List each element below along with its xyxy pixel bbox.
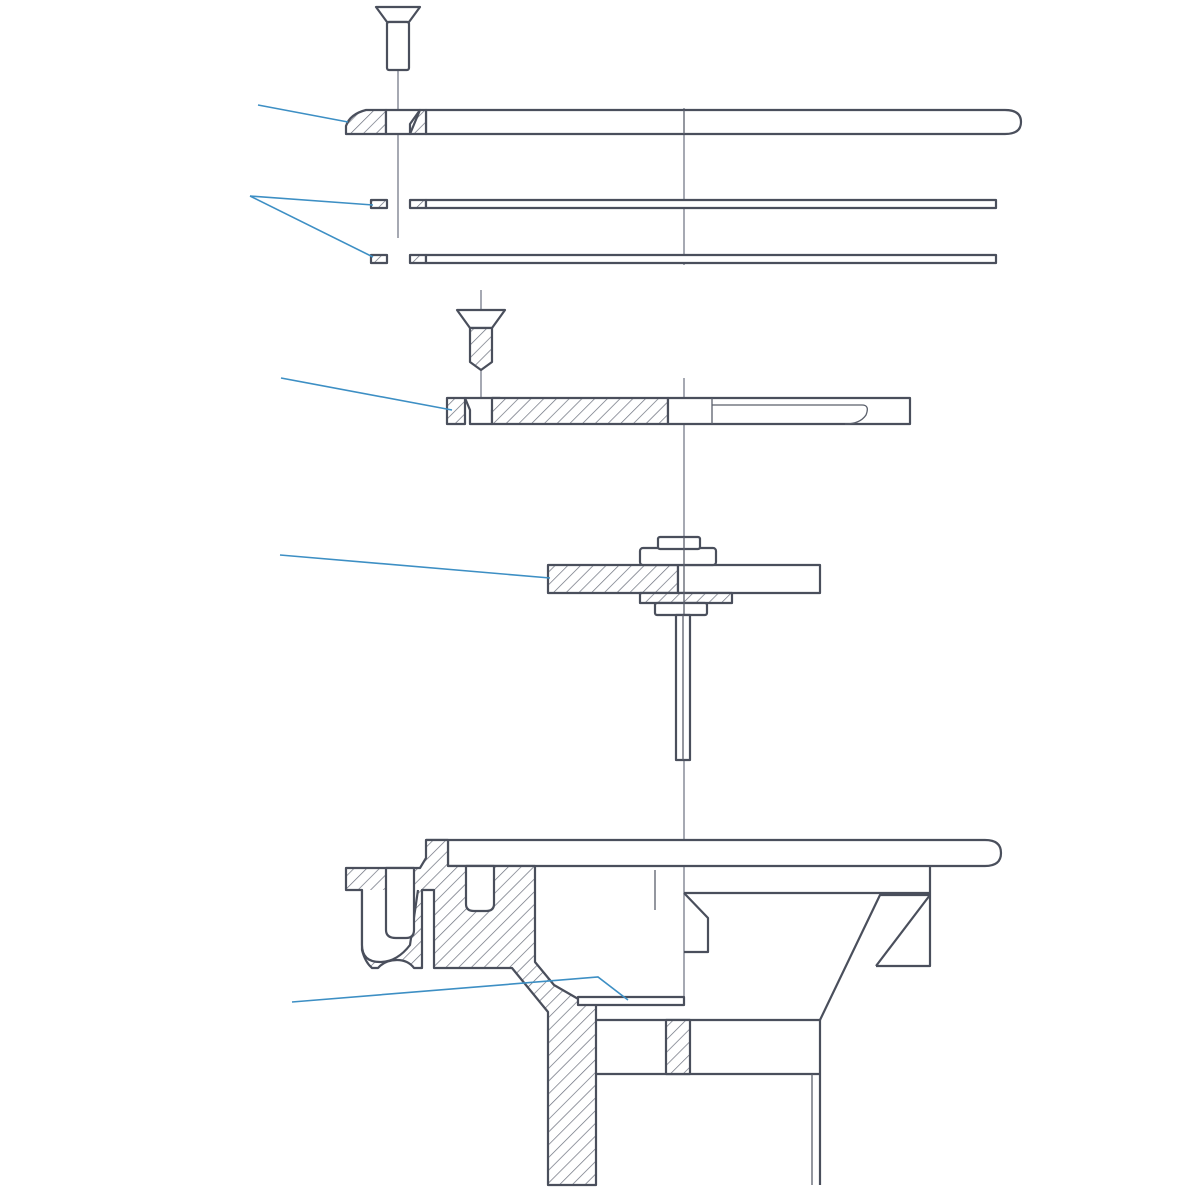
ring-body-right (666, 396, 912, 426)
gasket-lower (369, 253, 998, 265)
gasket-lower-section-left (369, 253, 389, 265)
body-center-pin (664, 1018, 692, 1076)
ring-section-left (445, 396, 467, 426)
leader-cover-plate (257, 104, 349, 123)
disc-nut-bottom (653, 601, 709, 617)
body-funnel-outer (876, 866, 932, 968)
threaded-screw-head (455, 308, 507, 330)
leader-valve-disc (279, 554, 551, 579)
cover-plate-countersink (384, 108, 422, 136)
body-throat (596, 1018, 822, 1185)
top-cover-plate (344, 108, 1023, 136)
body-seat-plate (576, 995, 686, 1007)
leader-gasket-lower (249, 195, 374, 258)
leader-retaining-ring (280, 377, 453, 411)
body-boss-hole-left (384, 866, 416, 940)
cover-plate-section-right (408, 108, 428, 136)
callout-leaders (249, 104, 629, 1003)
valve-disc (546, 535, 822, 617)
ring-recess (712, 404, 868, 425)
retaining-ring (445, 396, 912, 426)
leader-gasket-upper (249, 195, 374, 206)
body-funnel-step (683, 892, 710, 954)
top-screw-shank (385, 20, 411, 72)
gasket-upper-body (424, 198, 998, 210)
drain-body (344, 838, 1003, 1187)
disc-washer-bottom (638, 591, 734, 605)
disc-body-right (676, 563, 822, 595)
gasket-upper-section-left (369, 198, 389, 210)
disc-washer-top (638, 546, 718, 567)
cover-plate-body (424, 108, 1023, 136)
gasket-upper-section-right (408, 198, 428, 210)
cover-plate-section-left (344, 108, 388, 136)
threaded-screw-thread (468, 326, 494, 372)
disc-section-left (546, 563, 680, 595)
body-top-flange (426, 838, 1003, 868)
ring-section-main (490, 396, 670, 426)
gasket-upper (369, 198, 998, 210)
top-screw-head (374, 5, 422, 24)
gasket-lower-body (424, 253, 998, 265)
gasket-lower-section-right (408, 253, 428, 265)
leader-drain-body (291, 976, 629, 1003)
body-funnel-cone (819, 893, 930, 1021)
valve-stem (674, 613, 692, 762)
top-screw (374, 5, 422, 72)
disc-nut-top (656, 535, 702, 551)
threaded-screw (455, 308, 507, 372)
body-funnel-cone-inner (875, 894, 931, 967)
body-boss-hole-right (464, 864, 496, 913)
